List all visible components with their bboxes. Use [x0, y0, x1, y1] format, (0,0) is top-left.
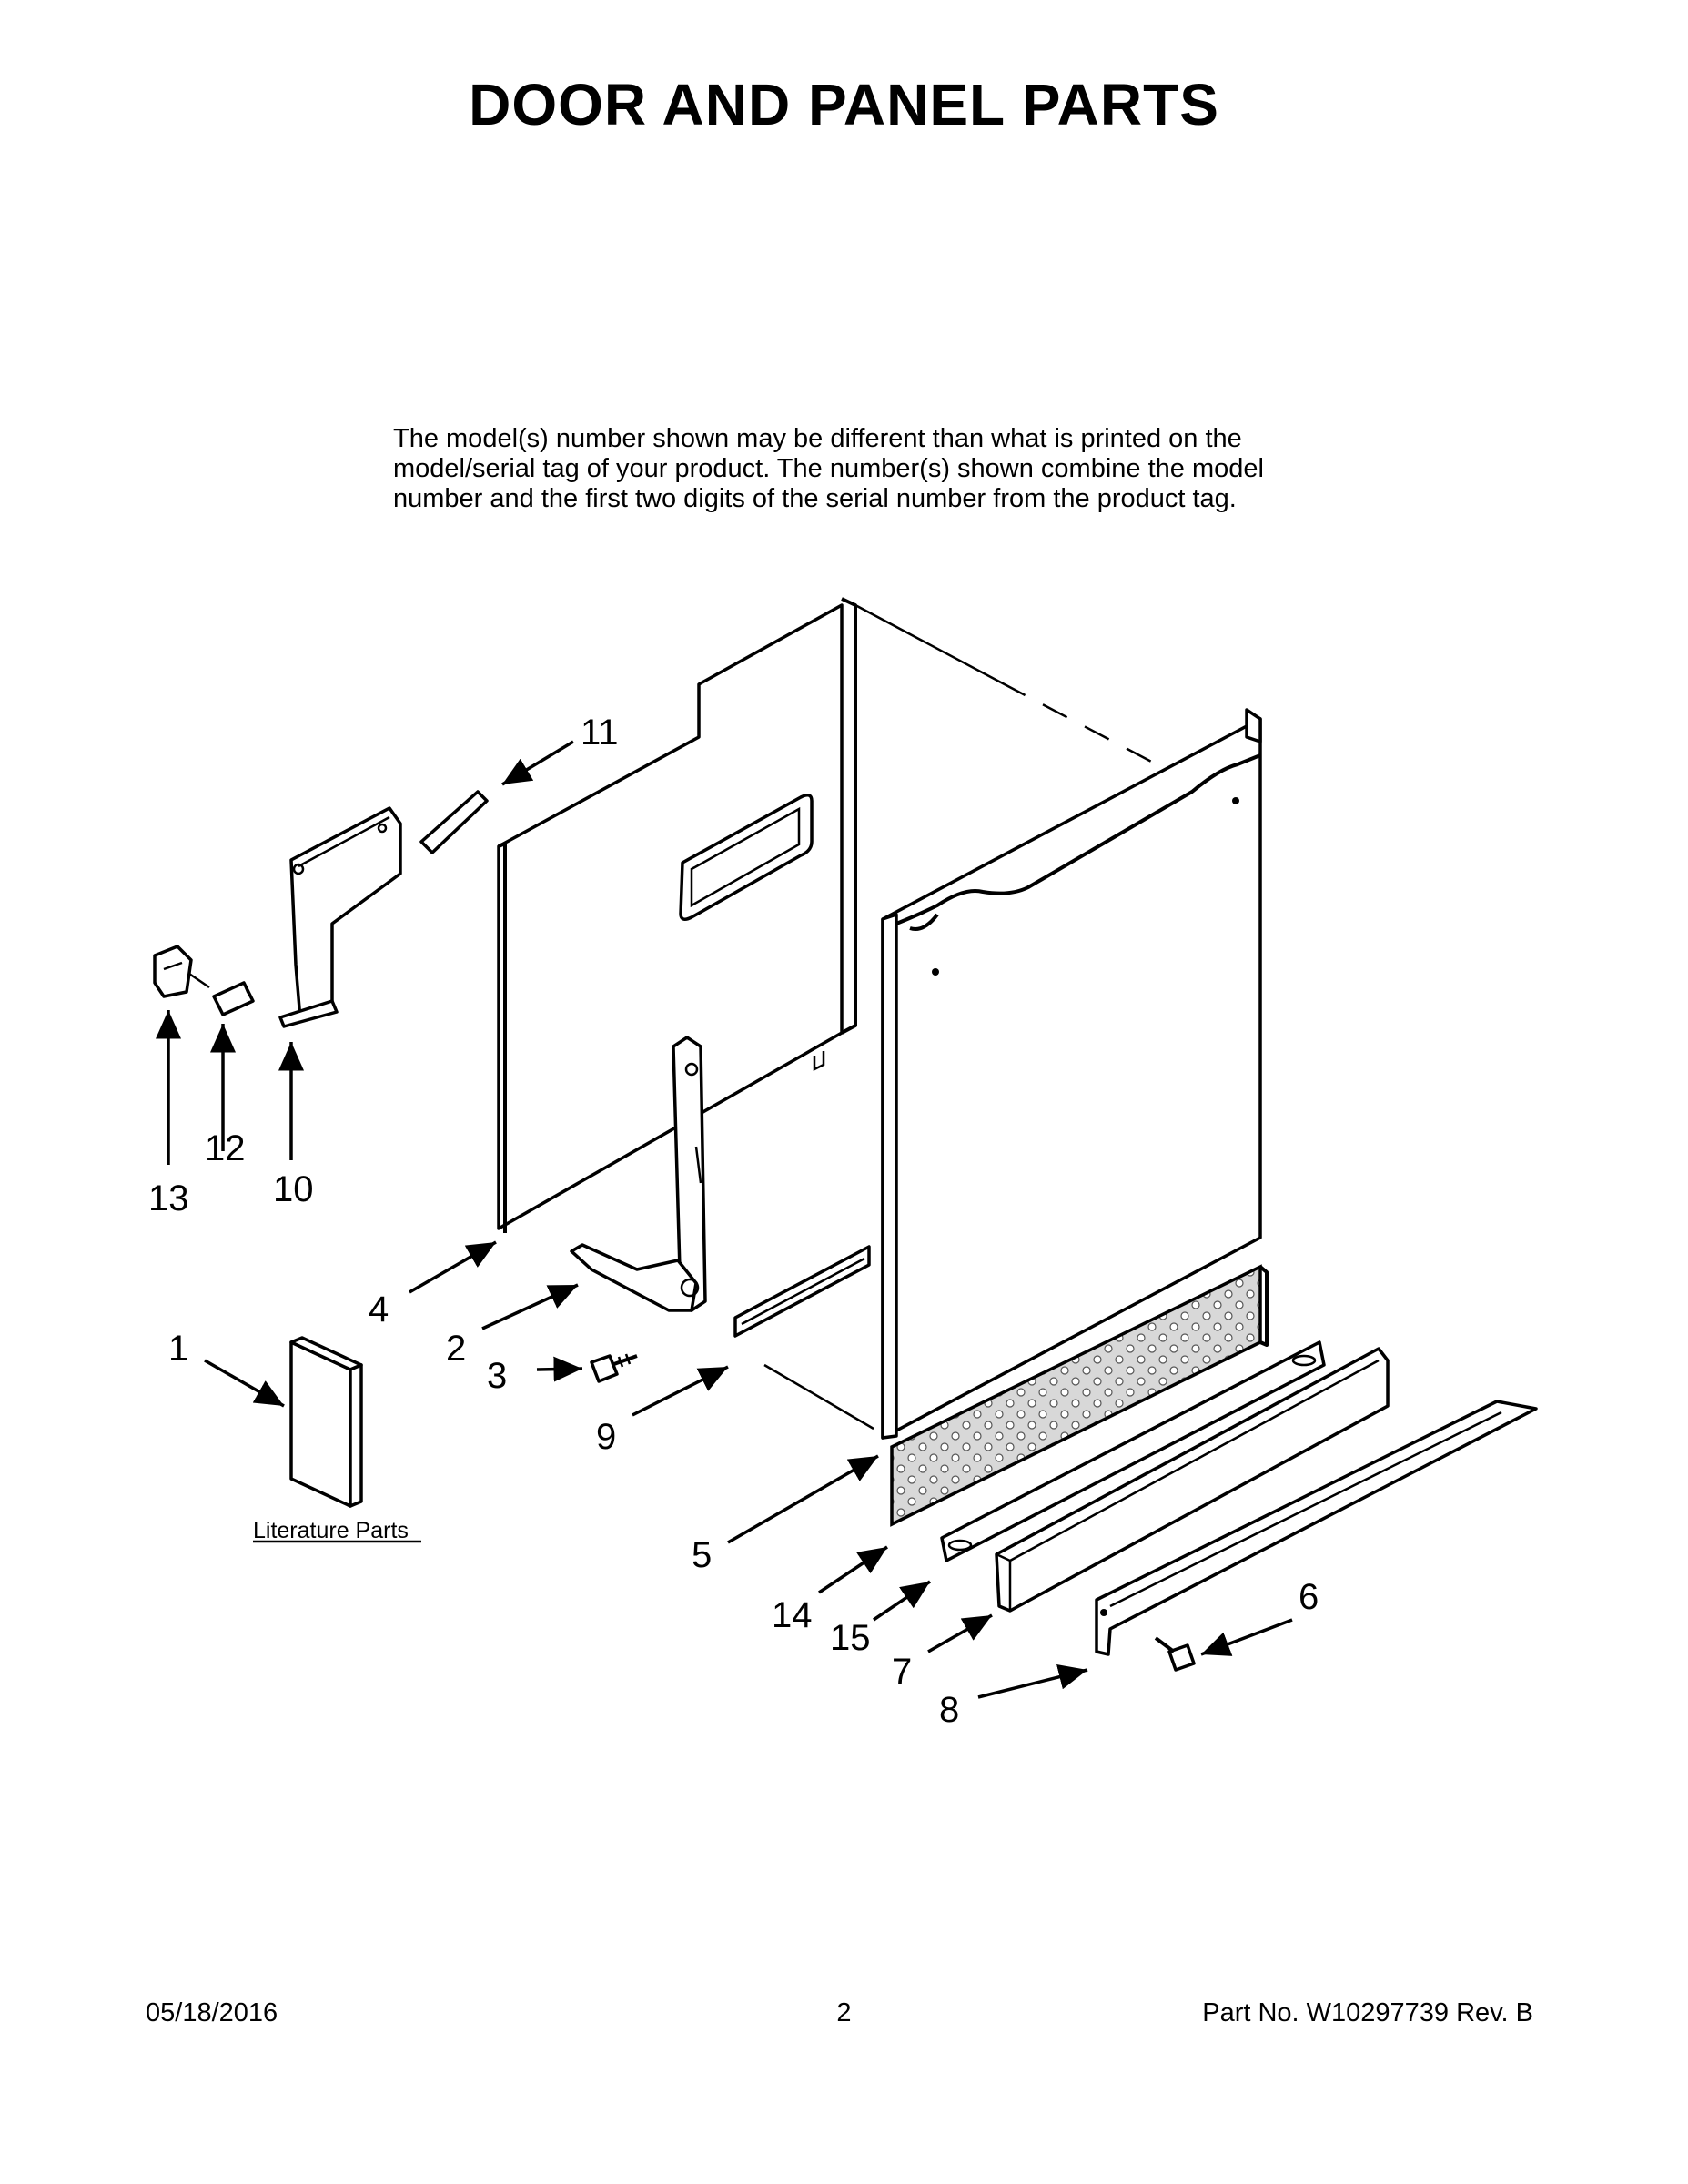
callout-9: 9 — [596, 1417, 616, 1457]
door-clip — [153, 945, 210, 998]
page-title: DOOR AND PANEL PARTS — [469, 72, 1219, 137]
toe-panel — [995, 1347, 1390, 1613]
callout-1: 1 — [168, 1329, 188, 1369]
insulation-pad — [890, 1264, 1269, 1527]
model-note-line: The model(s) number shown may be differe… — [393, 424, 1242, 453]
model-note: The model(s) number shown may be differe… — [393, 424, 1394, 514]
callout-11: 11 — [581, 713, 619, 753]
bar-part — [419, 790, 489, 854]
callout-5: 5 — [692, 1535, 712, 1575]
inner-door-panel — [497, 597, 857, 1233]
callout-13: 13 — [148, 1178, 189, 1218]
model-note-line: number and the first two digits of the s… — [393, 484, 1237, 513]
screw — [590, 1353, 638, 1383]
hinge-bracket — [570, 1036, 707, 1312]
footer-page-number: 2 — [836, 1998, 852, 2027]
literature-book — [289, 1336, 363, 1508]
callout-8: 8 — [939, 1690, 959, 1730]
door-strip — [733, 1245, 874, 1431]
callout-10: 10 — [273, 1169, 314, 1209]
footer-part-number: Part No. W10297739 Rev. B — [1202, 1998, 1533, 2027]
toe-screw — [1154, 1636, 1196, 1672]
literature-parts-label: Literature Parts — [253, 1518, 409, 1543]
model-note-line: model/serial tag of your product. The nu… — [393, 454, 1264, 483]
callout-4: 4 — [369, 1289, 389, 1330]
callout-14: 14 — [772, 1595, 813, 1635]
callout-6: 6 — [1299, 1577, 1319, 1617]
callout-2: 2 — [446, 1329, 466, 1369]
door-shield — [278, 806, 402, 1028]
callout-3: 3 — [487, 1356, 507, 1396]
callout-12: 12 — [205, 1128, 246, 1168]
callout-15: 15 — [830, 1618, 871, 1658]
footer-date: 05/18/2016 — [146, 1998, 278, 2027]
long-strip — [940, 1340, 1326, 1562]
small-block — [212, 981, 255, 1016]
outer-door-panel — [881, 708, 1262, 1440]
callout-7: 7 — [892, 1652, 912, 1692]
leader-arrows — [156, 740, 1293, 1699]
kick-plate — [1095, 1400, 1538, 1656]
